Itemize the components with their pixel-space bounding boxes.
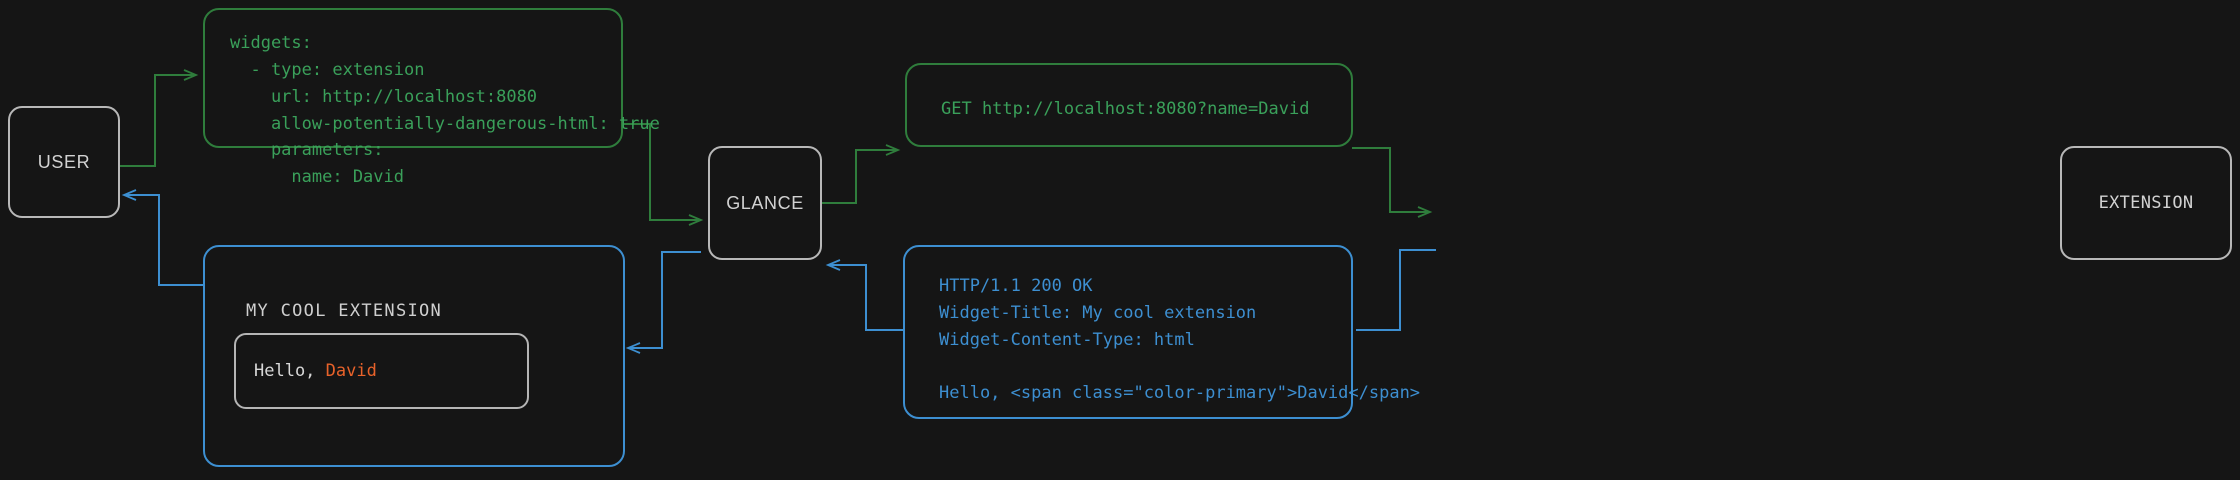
config-yaml-code: widgets: - type: extension url: http://l… <box>230 33 660 188</box>
rendered-widget-title: MY COOL EXTENSION <box>246 301 443 321</box>
connector-user-to-config <box>118 69 199 167</box>
connector-request-to-extension <box>1352 147 1433 218</box>
http-request-code: GET http://localhost:8080?name=David <box>941 99 1310 119</box>
rendered-widget-body-text: Hello, David <box>236 361 377 381</box>
node-glance[interactable]: GLANCE <box>708 146 822 260</box>
connector-response-to-glance <box>825 259 904 331</box>
card-config-yaml: widgets: - type: extension url: http://l… <box>203 8 660 187</box>
card-http-request: GET http://localhost:8080?name=David <box>905 63 1353 147</box>
node-user-label: USER <box>37 151 91 172</box>
widget-accent-name: David <box>325 361 377 381</box>
card-rendered-widget: MY COOL EXTENSION Hello, David <box>203 245 625 467</box>
node-user[interactable]: USER <box>8 106 120 218</box>
connector-glance-to-widget <box>625 251 701 354</box>
node-extension[interactable]: EXTENSION <box>2060 146 2232 260</box>
card-http-response: HTTP/1.1 200 OK Widget-Title: My cool ex… <box>903 245 1420 419</box>
http-response-code: HTTP/1.1 200 OK Widget-Title: My cool ex… <box>939 276 1421 404</box>
node-extension-label: EXTENSION <box>2098 193 2194 213</box>
connector-widget-to-user <box>121 189 203 286</box>
rendered-widget-body-box: Hello, David <box>234 333 529 409</box>
connector-glance-to-request <box>822 144 901 204</box>
node-glance-label: GLANCE <box>726 192 804 213</box>
widget-greeting-text: Hello, <box>254 361 326 381</box>
